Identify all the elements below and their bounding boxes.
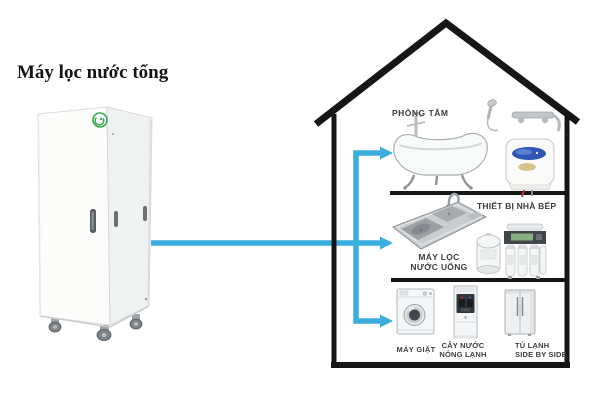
bathtub-illustration xyxy=(393,99,561,190)
pressure-tank-illustration xyxy=(476,233,501,274)
drinking-water-filter-label-line2: NƯỚC UỐNG xyxy=(410,262,468,272)
kitchen-sink-illustration xyxy=(391,192,488,250)
drinking-water-filter-label-line1: MÁY LỌC xyxy=(418,252,460,262)
water-heater-illustration xyxy=(505,138,555,198)
side-by-side-fridge-illustration xyxy=(504,289,536,336)
whole-house-filter-cabinet-illustration xyxy=(37,106,153,341)
water-supply-pipes xyxy=(151,150,381,324)
bathroom-label: PHÒNG TẮM xyxy=(392,108,449,118)
pipe-arrowheads xyxy=(380,146,393,328)
house-outline xyxy=(313,18,581,368)
brand-logo-icon xyxy=(92,112,108,128)
drinking-water-filter-label: MÁY LỌC NƯỚC UỐNG xyxy=(403,252,475,272)
arrow-to-bathroom-icon xyxy=(380,146,393,160)
water-dispenser-label-line1: CÂY NƯỚC xyxy=(441,341,485,350)
washing-machine-illustration xyxy=(396,288,435,335)
water-dispenser-label-line2: NÓNG LẠNH xyxy=(439,350,487,359)
fridge-label-line1: TỦ LẠNH xyxy=(515,341,550,350)
fridge-label: TỦ LẠNH SIDE BY SIDE xyxy=(515,341,577,359)
ro-drinking-water-filter-illustration xyxy=(476,223,547,279)
fridge-label-line2: SIDE BY SIDE xyxy=(515,350,567,359)
water-dispenser-label: CÂY NƯỚC NÓNG LẠNH xyxy=(436,341,490,359)
shower-faucet-illustration xyxy=(486,99,561,132)
kitchen-equipment-label: THIẾT BỊ NHÀ BẾP xyxy=(477,201,557,211)
washing-machine-label: MÁY GIẶT xyxy=(396,345,436,354)
diagram-title: Máy lọc nước tổng xyxy=(17,62,169,83)
water-dispenser-illustration xyxy=(453,285,478,339)
arrow-to-utility-icon xyxy=(380,314,393,328)
arrow-to-kitchen-icon xyxy=(380,236,393,250)
